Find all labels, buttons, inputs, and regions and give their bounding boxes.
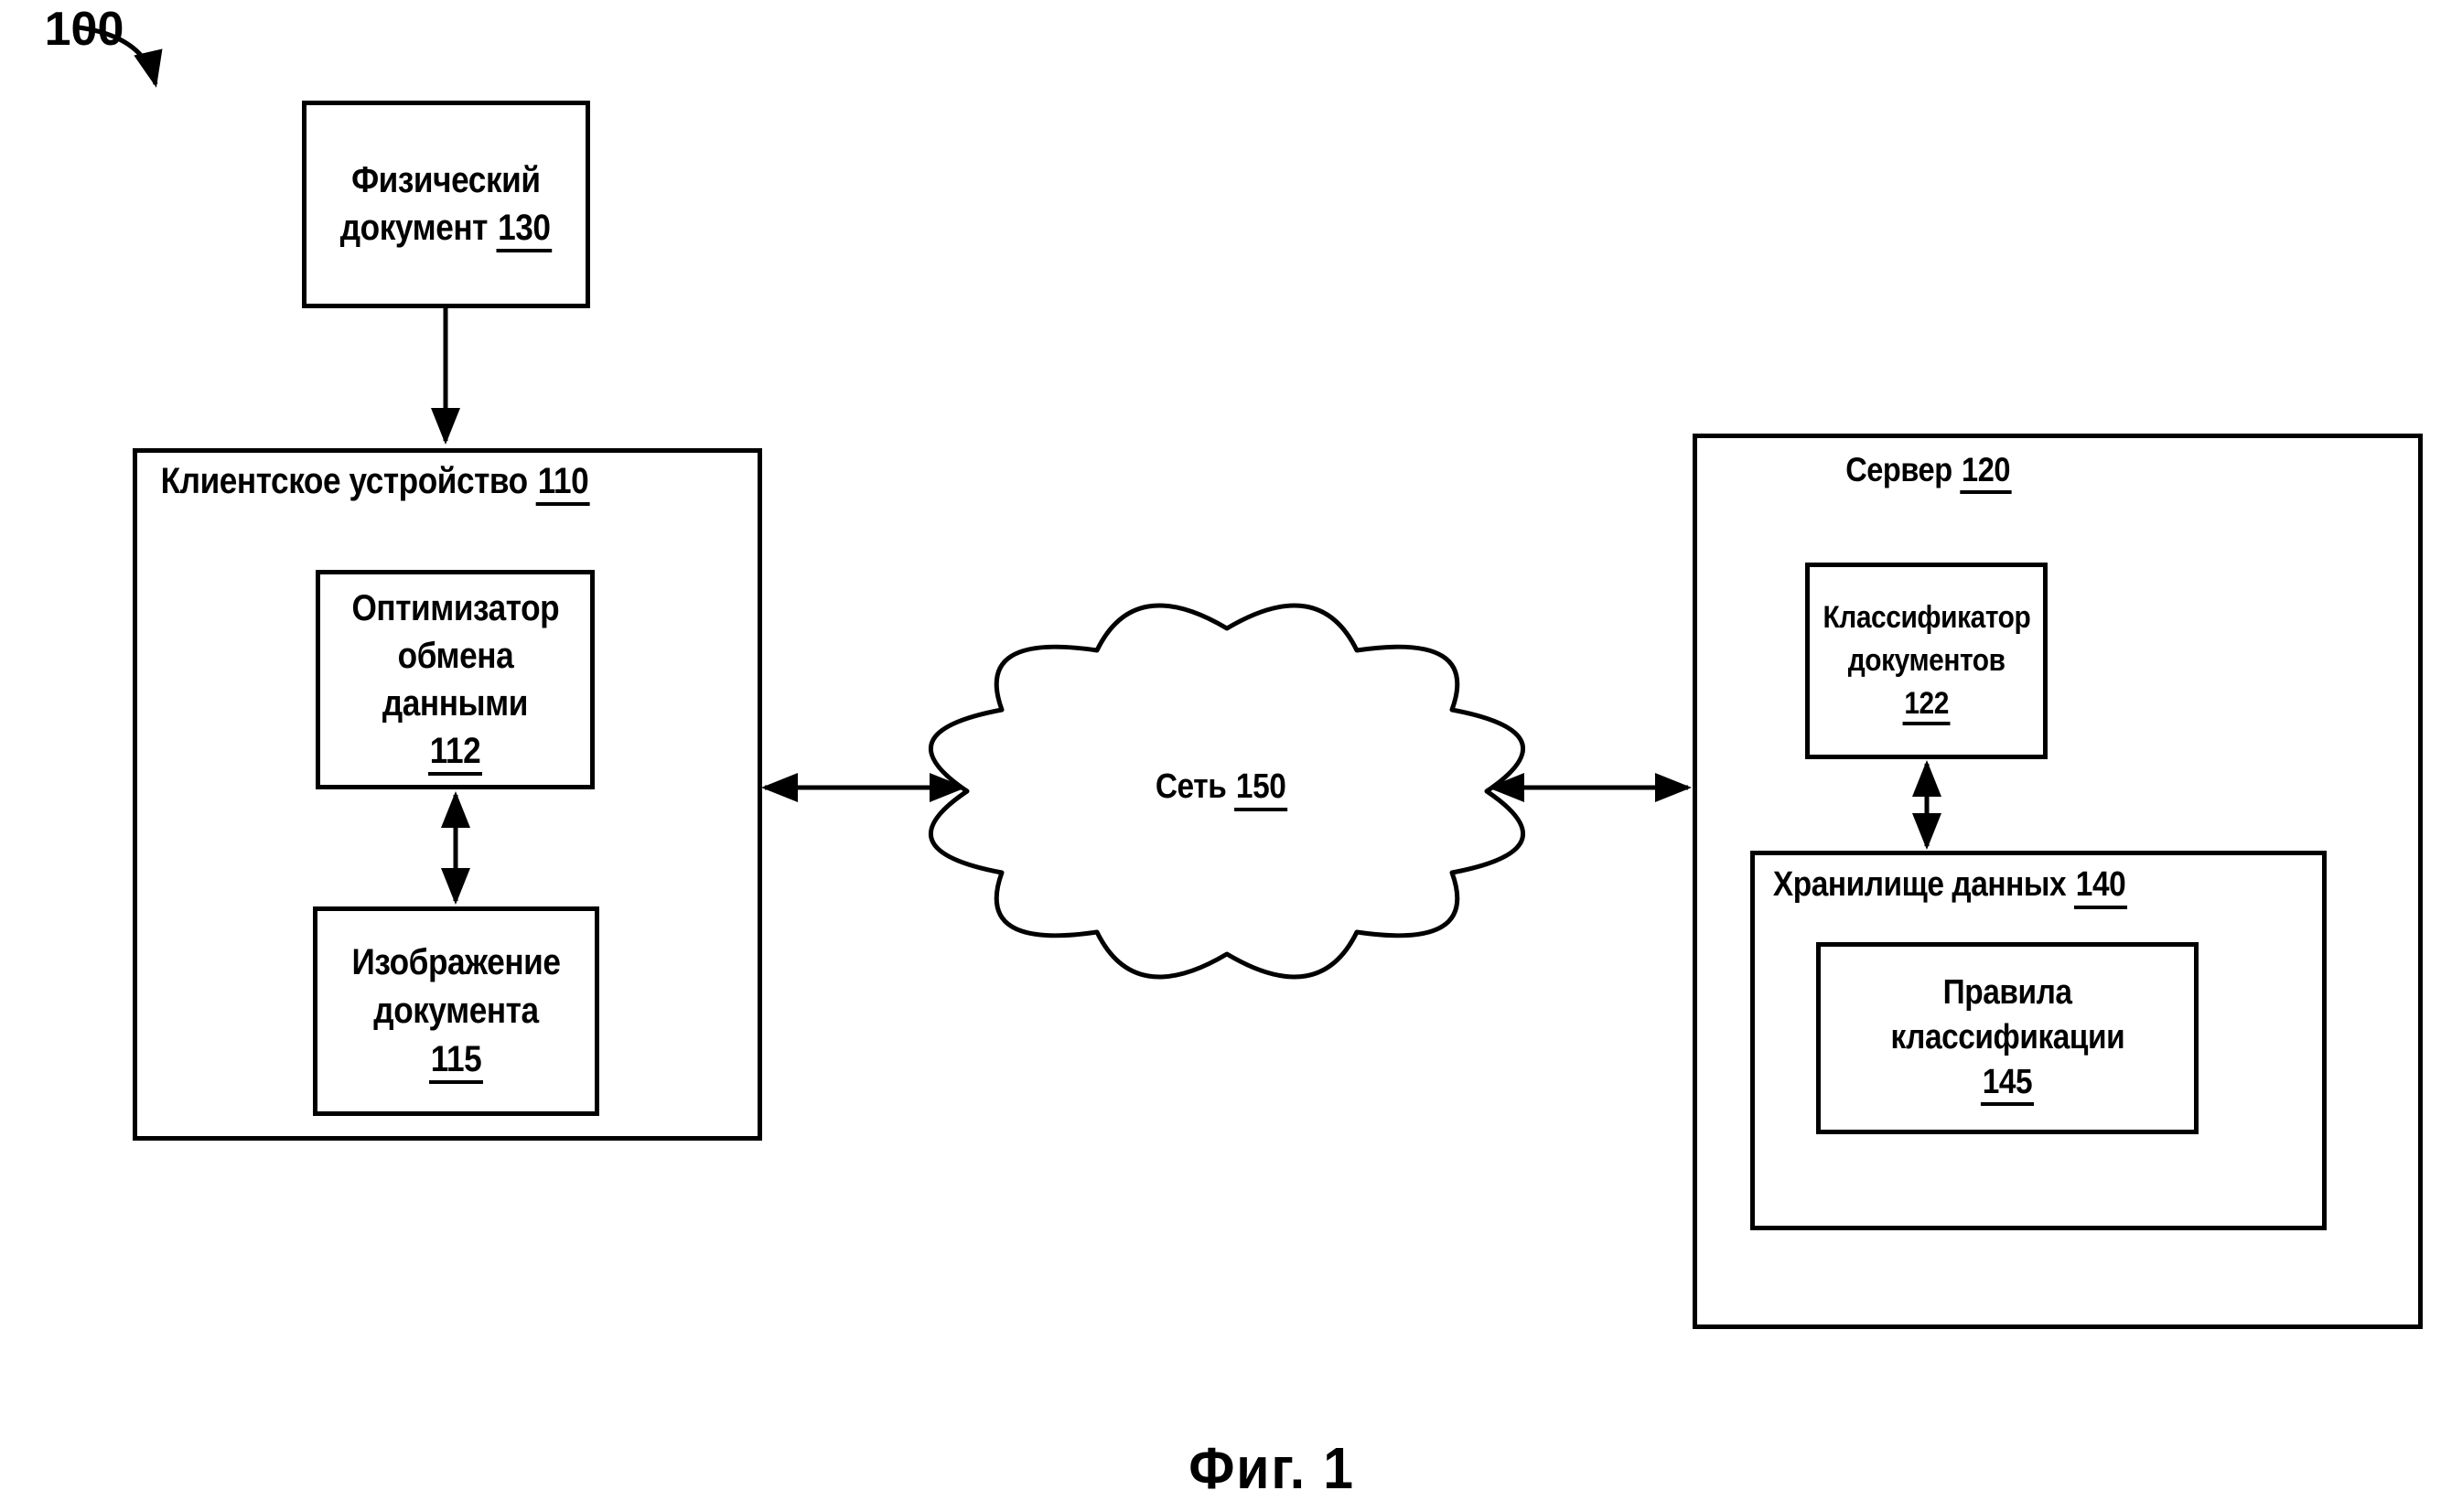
document-image-label-line2: документа xyxy=(373,991,539,1031)
network-ref-number: 150 xyxy=(1234,768,1288,811)
rules-label-line1: Правила xyxy=(1942,972,2072,1012)
classification-rules-box: Правила классификации 145 xyxy=(1816,942,2199,1134)
document-image-ref-number: 115 xyxy=(429,1040,483,1084)
server-ref-number: 120 xyxy=(1960,452,2012,494)
classifier-ref-number: 122 xyxy=(1902,687,1951,726)
document-classifier-box: Классификатор документов 122 xyxy=(1805,563,2048,759)
physical-document-label-line2: документ 130 xyxy=(340,204,553,252)
data-exchange-optimizer-box: Оптимизатор обмена данными 112 xyxy=(316,570,595,789)
classifier-label-line2: документов xyxy=(1847,642,2005,678)
optimizer-label-line2: обмена xyxy=(397,635,513,676)
client-device-label: Клиентское устройство 110 xyxy=(161,461,591,506)
document-image-label-line1: Изображение xyxy=(351,942,561,982)
optimizer-ref-number: 112 xyxy=(428,732,482,776)
server-label: Сервер 120 xyxy=(1721,451,2136,494)
figure-reference-number: 100 xyxy=(44,3,124,56)
physical-document-label-line1: Физический xyxy=(351,160,541,200)
client-device-ref-number: 110 xyxy=(536,462,591,506)
physical-document-box: Физический документ 130 xyxy=(302,101,590,308)
rules-ref-number: 145 xyxy=(1981,1064,2034,1107)
classifier-label-line1: Классификатор xyxy=(1823,599,2030,635)
network-label: Сеть 150 xyxy=(1089,767,1354,811)
optimizer-label-line1: Оптимизатор xyxy=(351,587,559,628)
document-image-box: Изображение документа 115 xyxy=(313,906,599,1116)
data-store-label: Хранилище данных 140 xyxy=(1773,865,2128,909)
data-store-ref-number: 140 xyxy=(2074,866,2128,909)
physical-document-ref-number: 130 xyxy=(496,209,553,252)
rules-label-line2: классификации xyxy=(1890,1017,2124,1056)
optimizer-label-line3: данными xyxy=(382,682,529,724)
figure-caption: Фиг. 1 xyxy=(1188,1435,1355,1501)
